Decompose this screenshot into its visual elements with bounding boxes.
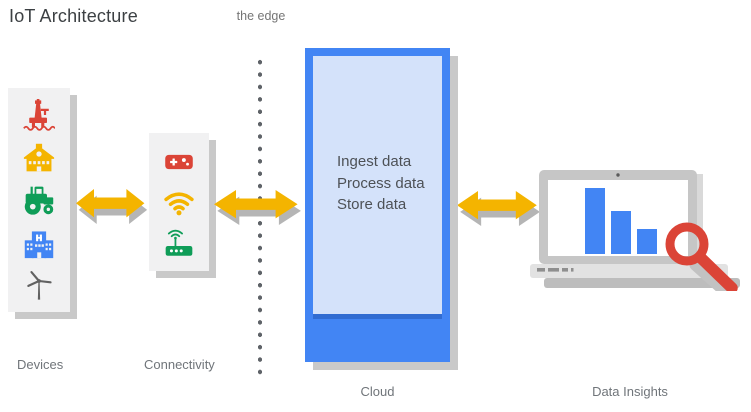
cloud-insights-arrow-icon	[457, 191, 540, 227]
remote-control-icon	[165, 154, 193, 170]
router-icon	[165, 229, 193, 256]
edge-label: the edge	[236, 9, 286, 23]
cloud-box: Ingest data Process data Store data	[305, 48, 450, 362]
devices-caption: Devices	[17, 357, 64, 372]
wind-turbine-icon	[27, 271, 52, 300]
cloud-inner-panel: Ingest data Process data Store data	[313, 56, 442, 314]
data-insights-caption: Data Insights	[592, 384, 668, 399]
cloud-item-ingest: Ingest data	[337, 153, 412, 170]
webcam-dot-icon	[616, 173, 620, 177]
laptop-icon	[530, 170, 740, 291]
edge-dotted-line	[257, 56, 263, 378]
oil-rig-icon	[23, 99, 55, 131]
laptop-base	[530, 264, 728, 278]
tractor-icon	[24, 186, 54, 215]
laptop-bottom-strip	[544, 278, 740, 288]
cloud-item-process: Process data	[337, 174, 425, 192]
cloud-caption: Cloud	[360, 384, 395, 399]
cloud-item-store: Store data	[337, 196, 407, 213]
magnifier-icon	[665, 222, 738, 291]
devices-panel	[8, 88, 70, 312]
cloud-capabilities-list: Ingest data Process data Store data	[337, 151, 425, 216]
wifi-icon	[164, 192, 194, 216]
bar-chart-icon	[585, 188, 657, 254]
connectivity-panel	[149, 133, 209, 271]
school-icon	[23, 143, 55, 171]
connectivity-cloud-arrow-icon	[214, 190, 301, 226]
devices-connectivity-arrow-icon	[76, 189, 148, 225]
connectivity-caption: Connectivity	[144, 357, 215, 372]
page-title: IoT Architecture	[9, 6, 138, 26]
keyboard-dashes	[537, 268, 574, 272]
hospital-icon	[24, 230, 54, 258]
